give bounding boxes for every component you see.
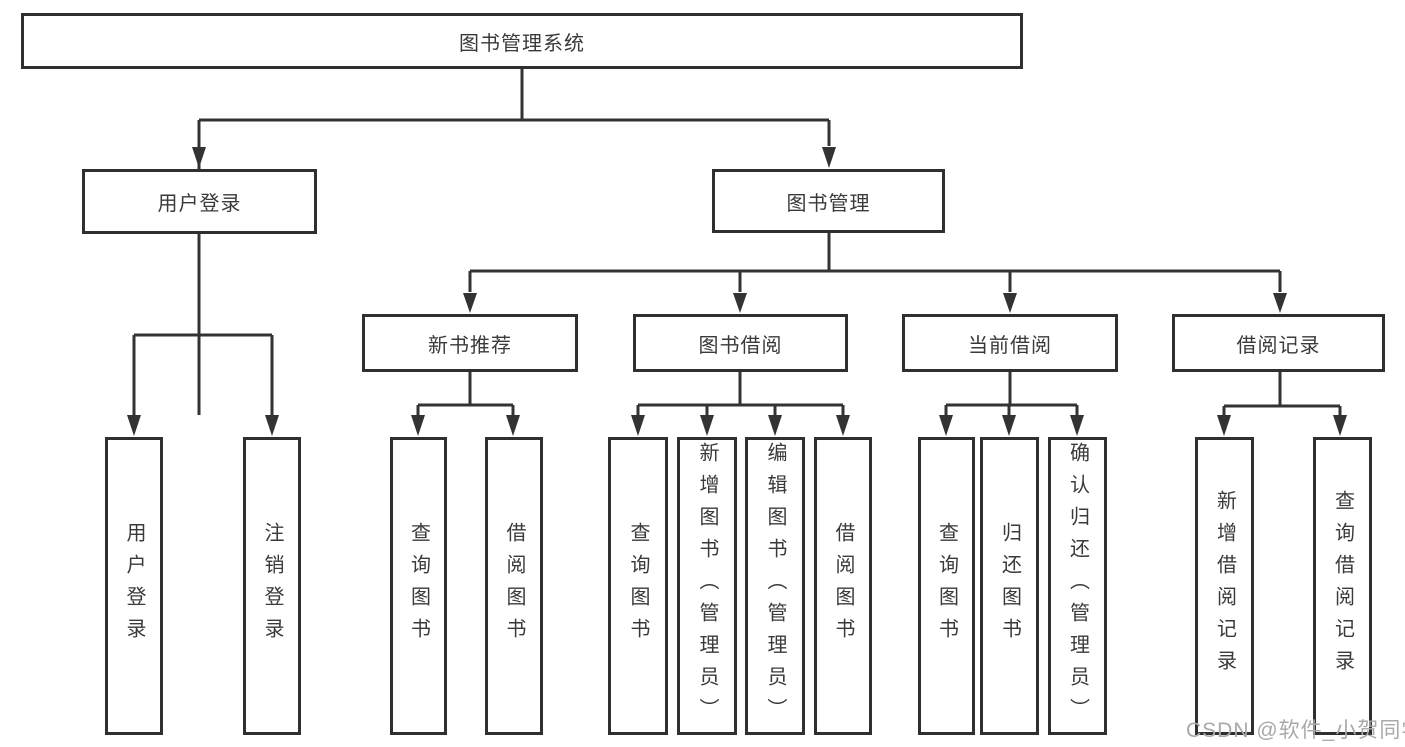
leaf-add-borrow-record-label: 新增借阅记录 xyxy=(1213,490,1236,682)
leaf-user-login: 用户登录 xyxy=(105,437,163,735)
node-new-book-recommend-label: 新书推荐 xyxy=(428,334,512,357)
node-book-borrow-label: 图书借阅 xyxy=(698,334,783,357)
node-current-borrow-label: 当前借阅 xyxy=(968,334,1052,357)
leaf-borrow-books: 借阅图书 xyxy=(814,437,872,735)
node-current-borrow: 当前借阅 xyxy=(902,314,1118,372)
connector-current-borrow-group xyxy=(939,372,1084,436)
leaf-query-books-borrow: 查询图书 xyxy=(608,437,668,735)
leaf-borrow-books-recommend-label: 借阅图书 xyxy=(503,522,525,650)
connector-root-to-level2 xyxy=(192,69,836,415)
leaf-query-books-recommend-label: 查询图书 xyxy=(407,522,430,650)
node-user-login: 用户登录 xyxy=(82,169,317,234)
connector-book-management-to-modules xyxy=(463,233,1287,313)
node-user-login-label: 用户登录 xyxy=(157,193,242,215)
csdn-watermark: CSDN @软件_小贺同学 xyxy=(1186,719,1405,742)
connector-new-book-group xyxy=(411,372,520,436)
node-book-management-label: 图书管理 xyxy=(786,192,871,215)
leaf-logout: 注销登录 xyxy=(243,437,301,735)
leaf-query-books-current-label: 查询图书 xyxy=(935,522,958,650)
leaf-add-book-admin: 新增图书（管理员） xyxy=(677,437,737,735)
leaf-add-borrow-record: 新增借阅记录 xyxy=(1195,437,1254,735)
node-borrow-records: 借阅记录 xyxy=(1172,314,1385,372)
leaf-return-book: 归还图书 xyxy=(980,437,1039,735)
leaf-logout-label: 注销登录 xyxy=(261,522,283,650)
leaf-query-books-recommend: 查询图书 xyxy=(390,437,447,735)
leaf-edit-book-admin-label: 编辑图书（管理员） xyxy=(764,442,786,730)
connector-user-login-group xyxy=(127,234,279,436)
node-library-system: 图书管理系统 xyxy=(21,13,1023,69)
leaf-add-book-admin-label: 新增图书（管理员） xyxy=(696,442,718,730)
leaf-query-books-current: 查询图书 xyxy=(918,437,975,735)
leaf-confirm-return-admin: 确认归还（管理员） xyxy=(1048,437,1107,735)
leaf-user-login-label: 用户登录 xyxy=(123,522,145,650)
leaf-confirm-return-admin-label: 确认归还（管理员） xyxy=(1066,442,1089,730)
node-book-borrow: 图书借阅 xyxy=(633,314,848,372)
leaf-query-books-borrow-label: 查询图书 xyxy=(627,522,649,650)
node-new-book-recommend: 新书推荐 xyxy=(362,314,578,372)
node-borrow-records-label: 借阅记录 xyxy=(1236,334,1321,357)
connector-book-borrow-group xyxy=(631,372,850,436)
leaf-edit-book-admin: 编辑图书（管理员） xyxy=(745,437,805,735)
leaf-borrow-books-recommend: 借阅图书 xyxy=(485,437,543,735)
leaf-borrow-books-label: 借阅图书 xyxy=(832,522,854,650)
leaf-return-book-label: 归还图书 xyxy=(998,522,1021,650)
connector-borrow-records-group xyxy=(1217,372,1347,436)
leaf-query-borrow-record: 查询借阅记录 xyxy=(1313,437,1372,735)
leaf-query-borrow-record-label: 查询借阅记录 xyxy=(1331,490,1354,682)
node-book-management: 图书管理 xyxy=(712,169,945,233)
node-library-system-label: 图书管理系统 xyxy=(459,32,585,55)
